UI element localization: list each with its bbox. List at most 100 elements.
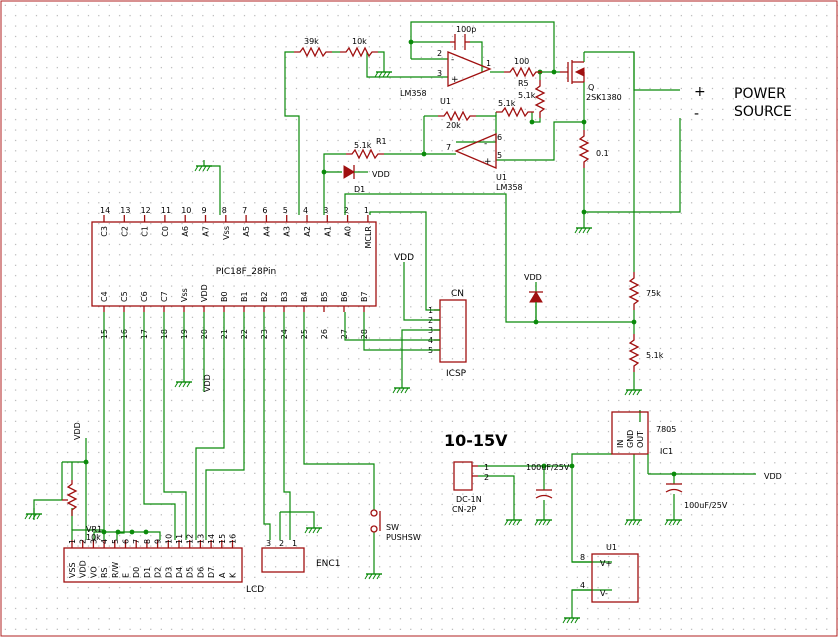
lcd-module: LCD 1VSS2VDD3VO4RS5R/W6E7D08D19D210D311D… [63,534,264,595]
opamp2-plus: + [484,157,492,167]
opamp2-pin6: 6 [497,133,502,142]
u1pwr-p4: 4 [580,581,585,590]
mcu-pin-number: 11 [161,206,171,215]
mcu-pin-name: B6 [340,291,349,302]
mcu-pin-number: 9 [202,206,207,215]
mcu-pin-number: 14 [100,206,110,215]
opamp2-minus: - [484,139,487,149]
lcd-pin-name: D1 [143,567,152,578]
icsp-body [439,299,467,363]
u1pwr-vm: V- [600,589,608,598]
lcd-pin-name: D7 [207,567,216,578]
mcu-pin-name: A3 [283,226,292,237]
sw-ref: SW [386,523,399,532]
mcu-pin-number: 6 [262,206,267,215]
mcu-pin-name: B7 [360,291,369,302]
mcu-pin-name: MCLR [364,226,373,249]
u1pwr-body [591,553,639,603]
enc-pin1: 1 [292,539,297,548]
lcd-pin-number: 13 [196,534,205,544]
mcu-pin-name: A6 [181,226,190,237]
lcd-pin-number: 11 [175,534,184,544]
dcin-label: DC-1N [456,495,482,504]
push-switch: SW PUSHSW [370,509,421,542]
mcu-pin-name: A7 [202,226,211,237]
d2-vdd: VDD [524,273,542,282]
vr1-vdd: VDD [73,422,82,440]
lcd-pin-name: A [218,572,227,578]
lcd-pin-name: E [122,573,131,578]
lcd-pin-number: 10 [164,534,173,544]
mcu-pin-number: 2 [344,206,349,215]
voltage-range: 10-15V [444,431,508,450]
lcd-pin-name: D4 [175,567,184,578]
mcu-pin-number: 7 [242,206,247,215]
mcu-pin-name: A4 [262,226,271,237]
mcu-pin-number: 5 [283,206,288,215]
mcu-pin-name: A0 [344,226,353,237]
label-75k: 75k [646,289,661,298]
power-plus: + [694,84,706,100]
icsp-vdd: VDD [394,253,414,263]
mcu-pin-number: 26 [320,329,329,339]
q-ref: Q [588,83,594,92]
reg-part: 7805 [656,425,676,434]
mcu-pin-name: B3 [280,291,289,302]
u1-power: V+ V- 8 4 U1 [572,543,639,603]
lcd-pin-number: 2 [79,539,88,544]
lcd-pin-name: R/W [111,562,120,578]
opamp2-pin7: 7 [446,143,451,152]
lcd-pin-name: D3 [164,567,173,578]
lcd-pin-number: 5 [111,539,120,544]
label-r5-value: 5.1k [518,91,536,100]
mcu-pin-name: C1 [141,226,150,237]
mcu-pin-name: B5 [320,291,329,302]
lcd-pin-number: 12 [186,534,195,544]
lcd-pin-number: 8 [143,539,152,544]
reg-in: IN [616,440,625,448]
power-minus: - [694,106,699,122]
opamp1-pin3: 3 [437,69,442,78]
label-0r1: 0.1 [596,149,609,158]
u1pwr-p8: 8 [580,553,585,562]
enc-pin2: 2 [279,539,284,548]
dcin-ref: CN-2P [452,505,477,514]
label-5k1-b: 5.1k [498,99,516,108]
mcu-pin-name: Vss [180,288,189,302]
icsp-ref: CN [451,289,464,299]
mcu-pin-name: Vss [222,226,231,240]
vr1-ref: VR1 [86,525,102,534]
opamp2-part: LM358 [496,183,523,192]
vdd-out: VDD [764,472,782,481]
lcd-pin-number: 9 [154,539,163,544]
reg-ref: IC1 [660,447,673,456]
label-20k: 20k [446,121,461,130]
icsp-name: ICSP [446,369,467,379]
q-part: 2SK1380 [586,93,622,102]
opamp-1: - + 2 3 1 U1 LM358 [400,49,492,106]
lcd-pin-number: 1 [68,539,77,544]
mcu-body [91,221,377,307]
power-supply: 10-15V 1 2 DC-1N CN-2P 100uF/25V IN GND … [444,411,782,514]
power-title: POWER [734,86,786,102]
lcd-pin-name: D6 [196,567,205,578]
label-r1-value: 5.1k [354,141,372,150]
enc-ref: ENC1 [316,559,340,569]
opamp1-plus: + [451,75,459,85]
part-labels: 39k 10k 100p 100 R5 5.1k 20k 5.1k R1 5.1… [203,25,664,392]
potentiometer-vr1: VDD VR1 10k [62,422,102,542]
mcu-pin-name: A1 [323,226,332,237]
lcd-pin-name: VO [89,566,98,578]
lcd-pin-name: K [229,572,238,578]
lcd-pin-number: 3 [89,539,98,544]
mcu-pin-number: 4 [303,206,308,215]
label-39k: 39k [304,37,319,46]
capacitor-100p [450,34,470,50]
opamp1-minus: - [451,55,454,65]
mcu-pin-name: C2 [120,226,129,237]
mcu-pin-name: B1 [240,291,249,302]
label-r1: R1 [376,137,387,146]
